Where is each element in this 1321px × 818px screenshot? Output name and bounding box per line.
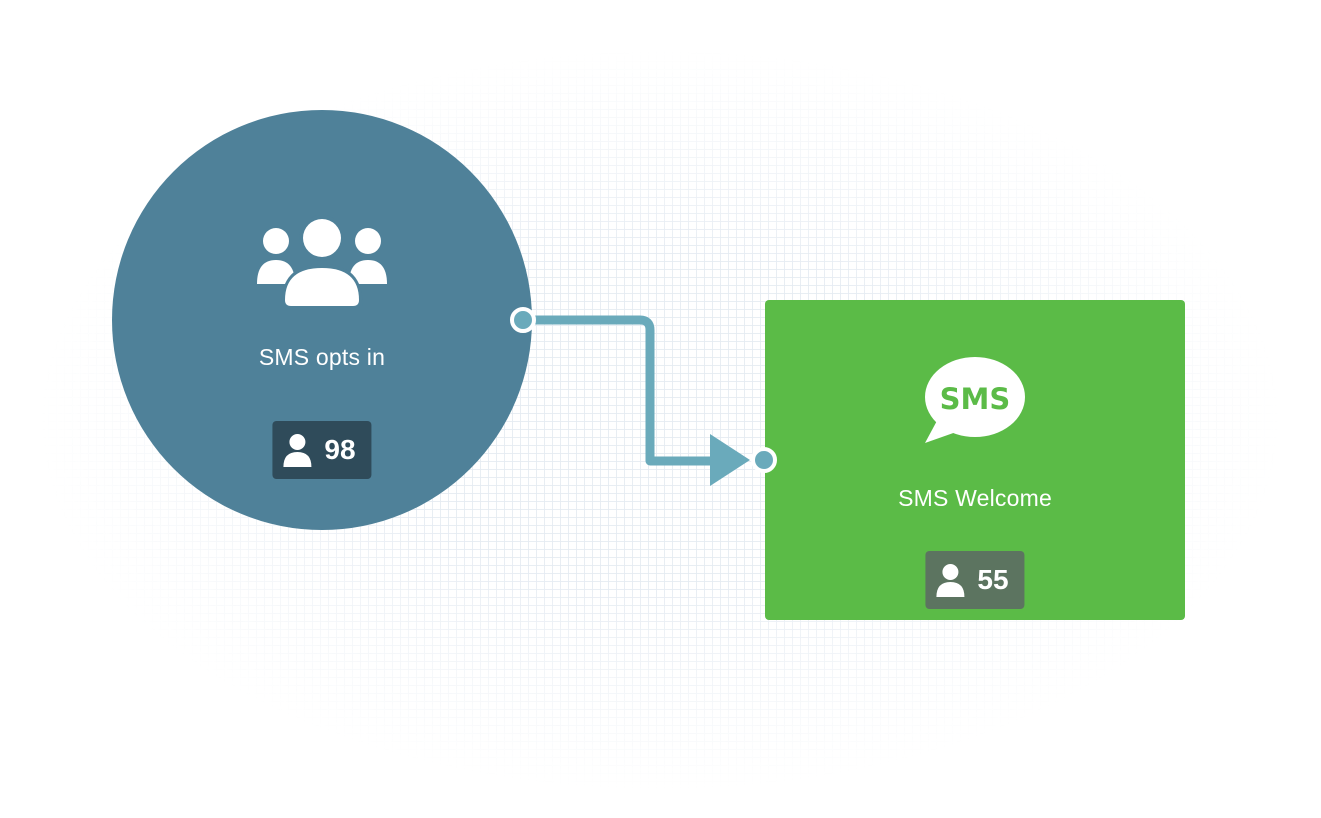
person-icon xyxy=(936,564,965,597)
action-contact-count-badge[interactable]: 55 xyxy=(925,551,1025,609)
trigger-node-label: SMS opts in xyxy=(258,344,386,370)
arrowhead-icon xyxy=(710,434,750,486)
trigger-contact-count-badge[interactable]: 98 xyxy=(272,421,372,479)
trigger-output-port[interactable] xyxy=(510,307,536,333)
group-icon xyxy=(257,215,387,306)
person-icon xyxy=(283,434,312,467)
trigger-node-sms-opts-in[interactable]: SMS opts in 98 xyxy=(112,110,532,530)
trigger-contact-count: 98 xyxy=(324,434,356,465)
connection-line xyxy=(524,315,718,466)
action-contact-count: 55 xyxy=(977,564,1009,595)
sms-bubble-icon: SMS xyxy=(925,357,1025,443)
sms-bubble-text: SMS xyxy=(940,382,1011,416)
action-node-label: SMS Welcome xyxy=(898,485,1052,511)
action-input-port[interactable] xyxy=(751,447,777,473)
action-node-sms-welcome[interactable]: SMS SMS Welcome 55 xyxy=(765,300,1185,620)
